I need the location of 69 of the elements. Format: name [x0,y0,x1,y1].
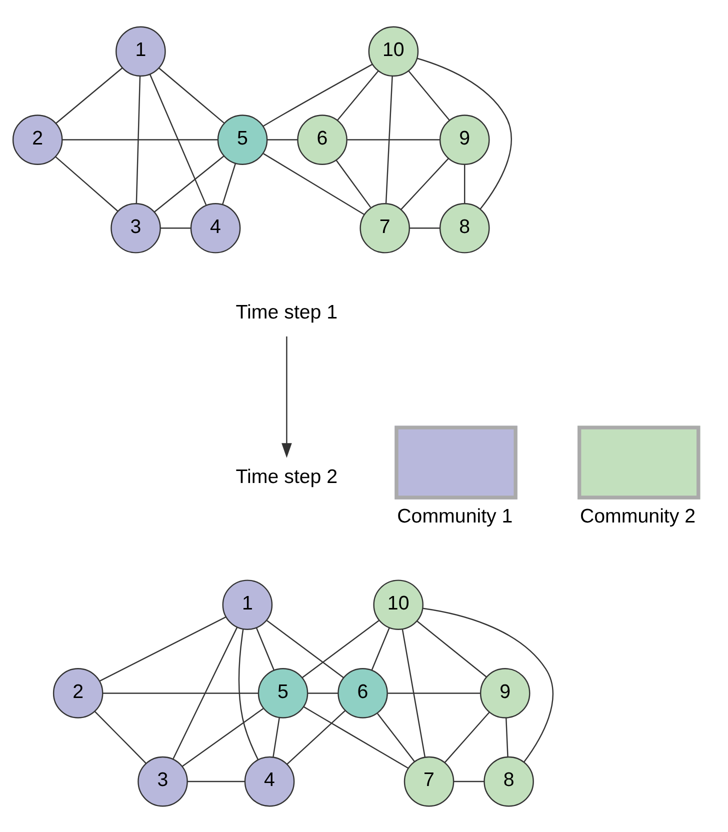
node-circle: 2 [52,668,104,718]
connector [55,67,123,124]
node-circle: 8 [439,202,490,253]
connector [262,63,373,126]
connector [388,692,480,694]
connector [402,628,426,757]
legend-label: Community 2 [580,504,696,527]
connector [302,620,380,678]
connector [416,620,487,677]
connector [158,67,225,124]
node-circle: 1 [116,26,166,76]
node-circle: 9 [439,114,490,164]
connector [422,607,554,762]
connector [377,712,415,762]
node-circle: 3 [138,756,188,806]
node-circle: 5 [258,668,308,718]
connector [266,620,344,678]
connector [267,138,298,140]
connector [303,706,408,768]
connector [55,156,118,212]
connector [454,780,484,782]
node-circle: 7 [404,756,454,806]
connector [409,227,440,228]
node-circle: 3 [110,202,161,253]
node-circle: 6 [338,668,388,718]
connector [256,627,274,670]
connector [336,70,379,120]
connector [308,692,338,694]
connector [263,152,365,214]
connector [94,710,147,764]
node-text: Time step 2 [236,466,338,488]
connector [444,711,490,762]
node-circle: 10 [373,579,424,630]
node-circle: 8 [484,756,534,806]
connector [286,710,346,764]
connector [182,708,264,766]
connector [62,138,218,140]
node-circle: 5 [217,114,268,164]
connector [417,57,512,209]
connector [100,616,226,681]
connector [160,227,191,228]
connector [464,164,466,203]
node-circle: 2 [12,114,63,164]
node-circle: 4 [244,756,295,806]
connector [154,155,224,212]
connector [385,76,393,203]
connector [506,717,508,756]
connector [102,692,258,694]
node-circle: 9 [480,668,530,718]
connector [149,74,207,205]
connector [336,159,372,208]
node-circle: 6 [297,114,348,164]
legend-label: Community 1 [397,504,513,527]
connector [136,76,141,203]
connector [408,70,450,120]
connector [172,626,238,759]
node-text: Time step 1 [236,301,338,324]
connector [400,158,449,210]
connector [222,162,236,204]
node-circle: 4 [190,202,241,253]
arrow [282,336,292,458]
connector [371,627,390,670]
node-circle: 10 [368,26,419,76]
node-circle: 7 [360,202,410,253]
connector [187,780,245,782]
connector [272,717,280,756]
node-circle: 1 [222,579,273,630]
connector [238,628,259,760]
connector [347,138,440,140]
